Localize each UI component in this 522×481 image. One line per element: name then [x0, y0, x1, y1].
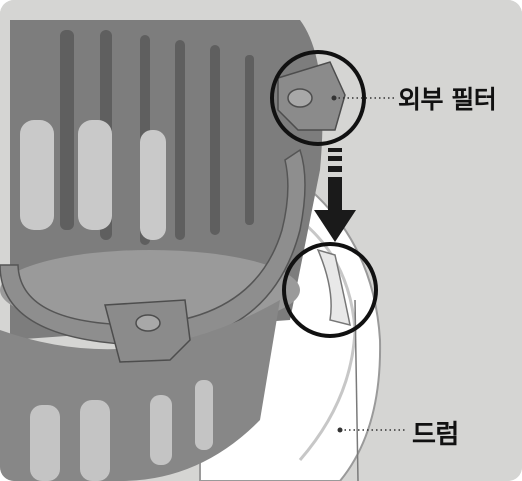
outer-filter-label: 외부 필터 [398, 80, 496, 116]
drum-label: 드럼 [412, 414, 459, 451]
